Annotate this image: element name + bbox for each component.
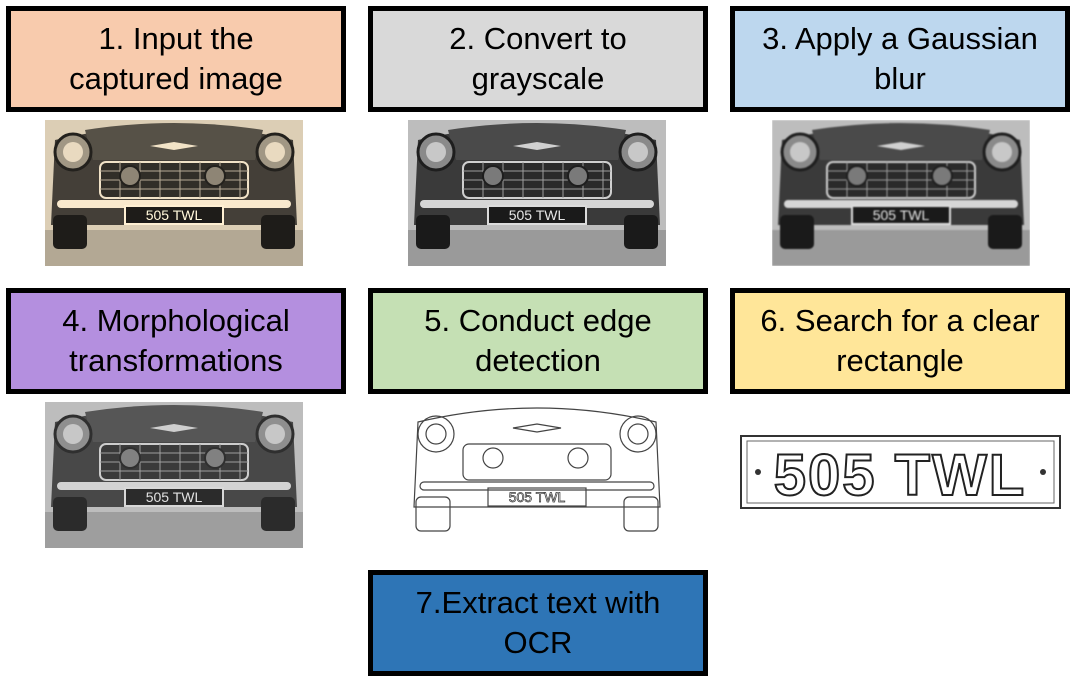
step-1-box: 1. Input the captured image [6,6,346,112]
car-photo-blurred: 505 TWL [772,120,1030,266]
car-front-photo-icon: 505 TWL [45,402,303,548]
plate-text-1: 505 TWL [146,207,203,223]
plate-text-4: 505 TWL [146,489,203,505]
step-4-box: 4. Morphological transformations [6,288,346,394]
step-6-label: 6. Search for a clear rectangle [760,302,1040,378]
step-4-label: 4. Morphological transformations [62,302,290,378]
step-2-box: 2. Convert to grayscale [368,6,708,112]
step-6-box: 6. Search for a clear rectangle [730,288,1070,394]
car-photo-morphological: 505 TWL [45,402,303,548]
car-photo-edges: 505 TWL [408,402,666,548]
step-1-label: 1. Input the captured image [69,20,283,96]
car-photo-grayscale: 505 TWL [408,120,666,266]
car-photo-original: 505 TWL [45,120,303,266]
car-front-photo-icon: 505 TWL [408,402,666,548]
license-plate-photo-icon: 505 TWL [740,435,1061,509]
plate-text-3: 505 TWL [873,207,930,223]
step-5-label: 5. Conduct edge detection [424,302,652,378]
step-5-box: 5. Conduct edge detection [368,288,708,394]
step-3-box: 3. Apply a Gaussian blur [730,6,1070,112]
step-2-label: 2. Convert to grayscale [449,20,627,96]
plate-text-6: 505 TWL [774,443,1027,508]
step-7-label: 7.Extract text with OCR [415,584,661,660]
step-3-label: 3. Apply a Gaussian blur [762,20,1038,96]
car-front-photo-icon: 505 TWL [408,120,666,266]
plate-text-5: 505 TWL [509,489,566,505]
car-front-photo-icon: 505 TWL [772,120,1030,266]
license-plate-crop: 505 TWL [738,432,1063,512]
step-7-box: 7.Extract text with OCR [368,570,708,676]
plate-text-2: 505 TWL [509,207,566,223]
car-front-photo-icon: 505 TWL [45,120,303,266]
